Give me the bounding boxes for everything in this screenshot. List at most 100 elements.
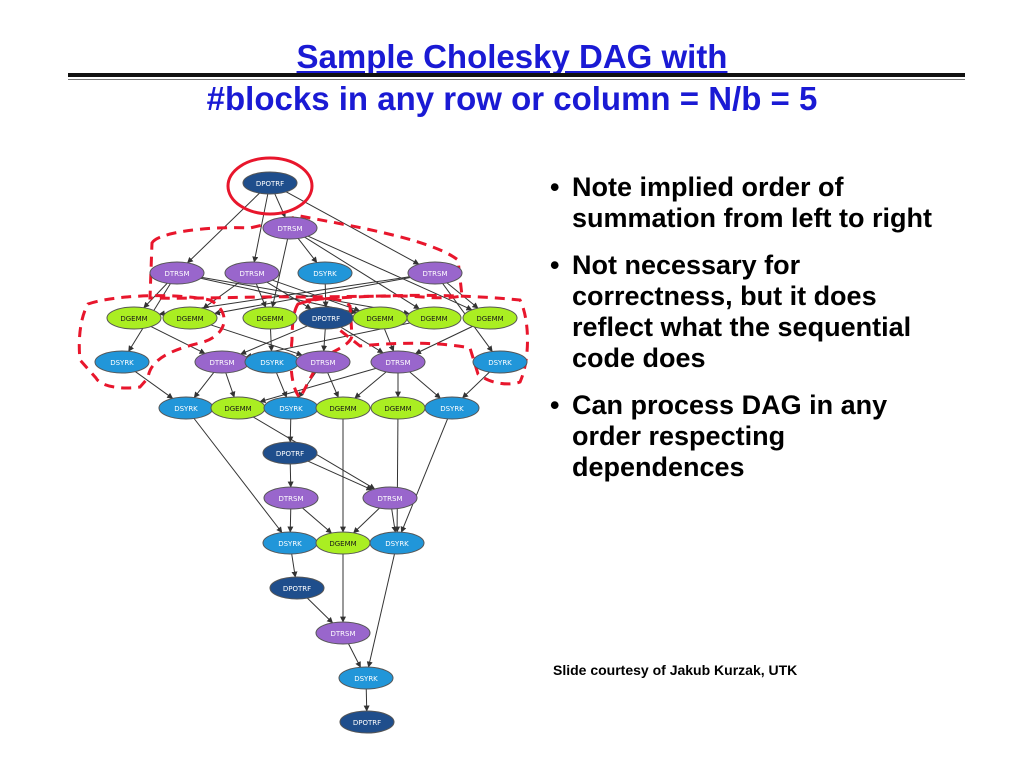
- dag-node-dgemm: DGEMM: [106, 306, 162, 330]
- dag-node-label: DGEMM: [329, 540, 356, 548]
- dag-edge: [414, 325, 473, 355]
- dag-edge: [270, 238, 289, 308]
- dag-node-shape: [424, 396, 480, 420]
- dag-node-dtrsm: DTRSM: [407, 261, 463, 285]
- highlight-dashed-region-right: [305, 293, 529, 386]
- dag-edge: [353, 507, 380, 534]
- dag-node-shape: [339, 710, 395, 734]
- dag-node-shape: [406, 306, 462, 330]
- dag-node-dpotrf: DPOTRF: [262, 441, 318, 465]
- dag-edge: [214, 277, 411, 316]
- dag-node-shape: [263, 486, 319, 510]
- dag-node-shape: [106, 306, 162, 330]
- dag-node-dgemm: DGEMM: [406, 306, 462, 330]
- title-divider: [68, 73, 965, 77]
- dag-node-dgemm: DGEMM: [242, 306, 298, 330]
- dag-node-label: DGEMM: [120, 315, 147, 323]
- dag-node-label: DSYRK: [385, 540, 409, 548]
- dag-edge: [462, 371, 490, 399]
- dag-edge: [287, 508, 294, 533]
- dag-edge: [252, 193, 269, 263]
- dag-node-dtrsm: DTRSM: [295, 350, 351, 374]
- dag-node-shape: [242, 171, 298, 195]
- bullet-dot: •: [550, 250, 560, 280]
- dag-node-label: DSYRK: [279, 405, 303, 413]
- dag-node-dsyrk: DSYRK: [472, 350, 528, 374]
- dag-edge: [383, 328, 395, 352]
- dag-node-dsyrk: DSYRK: [94, 350, 150, 374]
- dag-node-dtrsm: DTRSM: [149, 261, 205, 285]
- dag-node-label: DTRSM: [278, 495, 303, 503]
- dag-node-shape: [370, 350, 426, 374]
- bullet-dot: •: [550, 390, 560, 420]
- dag-edge: [193, 372, 215, 398]
- dag-node-label: DTRSM: [277, 225, 302, 233]
- dag-edge: [259, 367, 377, 404]
- dag-node-label: DGEMM: [224, 405, 251, 413]
- dag-node-dsyrk: DSYRK: [424, 396, 480, 420]
- dag-edge: [302, 507, 332, 534]
- highlight-dashed-region-left: [77, 294, 226, 390]
- bullet-dot: •: [550, 172, 560, 202]
- dag-node-dsyrk: DSYRK: [262, 531, 318, 555]
- dag-node-dsyrk: DSYRK: [158, 396, 214, 420]
- highlight-root-circle: [226, 156, 314, 216]
- dag-node-dtrsm: DTRSM: [262, 216, 318, 240]
- dag-node-dgemm: DGEMM: [315, 396, 371, 420]
- dag-node-dtrsm: DTRSM: [370, 350, 426, 374]
- dag-edge: [210, 324, 303, 357]
- dag-node-label: DSYRK: [260, 359, 284, 367]
- dag-edge: [202, 282, 240, 309]
- dag-node-shape: [149, 261, 205, 285]
- highlight-dashed-region-level1: [148, 214, 464, 300]
- dag-node-shape: [269, 576, 325, 600]
- dag-node-dgemm: DGEMM: [315, 531, 371, 555]
- dag-edge: [354, 371, 387, 399]
- dag-node-label: DSYRK: [440, 405, 464, 413]
- dag-edge: [366, 553, 395, 668]
- dag-edge: [135, 371, 174, 399]
- title-divider-thin: [68, 79, 965, 80]
- dag-node-label: DSYRK: [354, 675, 378, 683]
- dag-node-label: DTRSM: [330, 630, 355, 638]
- dag-edge: [287, 418, 294, 443]
- dag-edge: [327, 372, 339, 398]
- dag-edge: [321, 328, 328, 352]
- dag-edge: [255, 283, 267, 308]
- dag-node-shape: [315, 621, 371, 645]
- dag-edge: [307, 460, 373, 491]
- dag-node-dtrsm: DTRSM: [194, 350, 250, 374]
- dag-node-label: DSYRK: [488, 359, 512, 367]
- dag-node-label: DPOTRF: [312, 315, 340, 323]
- dag-edge: [193, 418, 283, 533]
- dag-edge: [400, 418, 449, 533]
- dag-node-shape: [224, 261, 280, 285]
- dag-node-shape: [407, 261, 463, 285]
- slide-title-line2: #blocks in any row or column = N/b = 5: [206, 80, 818, 117]
- dag-node-dgemm: DGEMM: [462, 306, 518, 330]
- bullet-item: • Note implied order of summation from le…: [550, 172, 940, 234]
- dag-node-shape: [262, 441, 318, 465]
- dag-node-dsyrk: DSYRK: [244, 350, 300, 374]
- dag-node-shape: [295, 350, 351, 374]
- dag-node-dtrsm: DTRSM: [315, 621, 371, 645]
- slide-title-line1: Sample Cholesky DAG with: [296, 38, 728, 75]
- slide-credit: Slide courtesy of Jakub Kurzak, UTK: [553, 662, 798, 678]
- dag-node-dtrsm: DTRSM: [263, 486, 319, 510]
- dag-edge: [307, 597, 334, 624]
- bullet-text: Note implied order of summation from lef…: [572, 172, 932, 233]
- dag-node-label: DSYRK: [278, 540, 302, 548]
- dag-edge: [348, 643, 361, 668]
- dag-node-shape: [338, 666, 394, 690]
- dag-edge: [340, 326, 384, 354]
- dag-edge: [225, 372, 236, 398]
- dag-node-label: DSYRK: [110, 359, 134, 367]
- dag-node-shape: [369, 531, 425, 555]
- dag-node-label: DPOTRF: [353, 719, 381, 727]
- dag-node-dsyrk: DSYRK: [369, 531, 425, 555]
- dag-edge: [287, 463, 294, 488]
- dag-edge: [409, 371, 441, 399]
- dag-node-label: DPOTRF: [256, 180, 284, 188]
- dag-edge: [391, 508, 398, 533]
